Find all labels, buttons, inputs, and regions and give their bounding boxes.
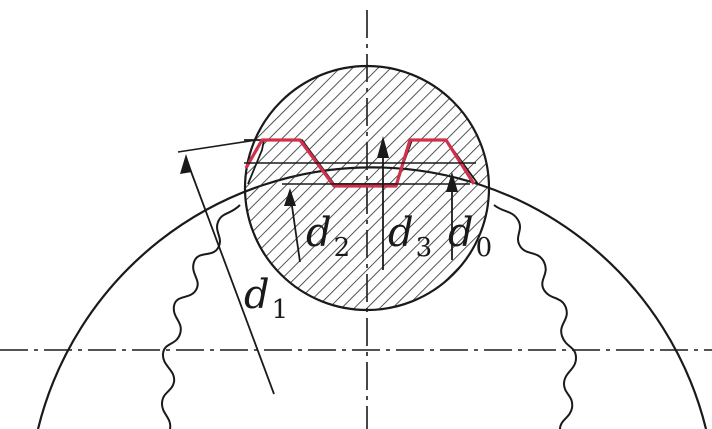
left-gear-teeth	[160, 204, 241, 429]
label-d0: d0	[448, 210, 492, 263]
d1-arrow	[180, 154, 192, 174]
thread-profile-red	[244, 138, 476, 188]
right-gear-teeth	[493, 204, 578, 429]
label-d1: d1	[244, 272, 288, 325]
section-circle	[243, 64, 491, 312]
label-d3: d3	[388, 210, 432, 263]
d0-arrow	[446, 172, 458, 192]
label-d2: d2	[306, 210, 350, 263]
d1-extension-line	[177, 139, 257, 153]
d3-arrow	[377, 136, 389, 158]
d1-dimension-line	[185, 157, 275, 395]
d2-arrow	[284, 188, 296, 206]
